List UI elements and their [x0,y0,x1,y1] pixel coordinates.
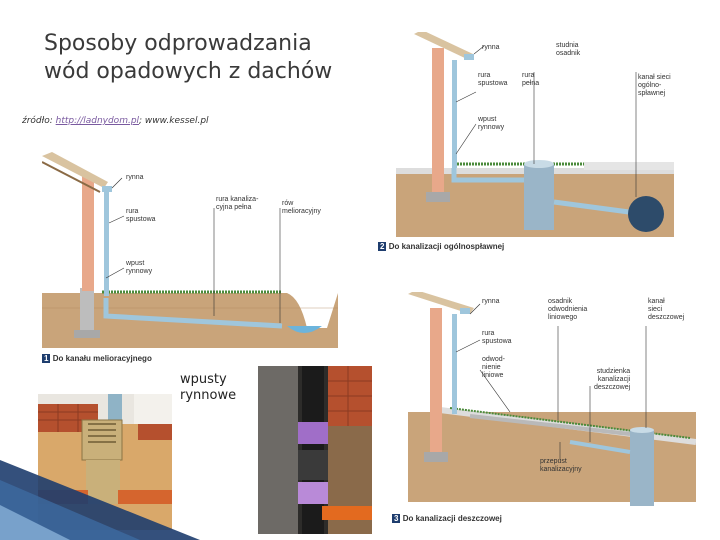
source-link[interactable]: http://ladnydom.pl [56,116,139,126]
label-line: osadnik [556,50,580,58]
label-line: osadnik [548,298,587,306]
diagram-storm-illustration [390,292,696,530]
caption-text: Do kanalizacji deszczowej [403,514,502,523]
label-line: sieci [648,306,684,314]
label-line: rura [482,330,512,338]
label-line: spustowa [126,216,156,224]
label-line: cyjna pełna [216,204,258,212]
source-note: źródło: http://ladnydom.pl; www.kessel.p… [22,116,209,126]
label-line: spustowa [482,338,512,346]
caption-number: 1 [42,354,50,363]
label-rynna: rynna [126,174,144,182]
slide-title-line2: wód opadowych z dachów [44,58,374,86]
label-line: rura [478,72,508,80]
label-line: spustowa [478,80,508,88]
caption-number: 3 [392,514,400,523]
label-rynna: rynna [482,44,500,52]
slide-title-line1: Sposoby odprowadzania [44,30,374,58]
label-line: kanał [648,298,684,306]
caption-diagram2: 2 Do kanalizacji ogólnospławnej [378,242,504,251]
label-line: liniowego [548,314,587,322]
corner-decoration [0,450,200,540]
label-line: kanał sieci [638,74,671,82]
label-line: pełna [522,80,539,88]
label-line: ogólno- [638,82,671,90]
label-line: studzienka [594,368,630,376]
caption-diagram3: 3 Do kanalizacji deszczowej [392,514,502,523]
label-line: rów [282,200,321,208]
diagram-canal-illustration [42,148,338,373]
label-line: przepust [540,458,582,466]
photo-caption: wpusty rynnowe [180,372,236,404]
label-line: rynnowy [126,268,152,276]
label-line: odwodnienia [548,306,587,314]
label-line: deszczowej [648,314,684,322]
caption-text: Do kanału melioracyjnego [53,354,152,363]
label-line: odwod- [482,356,505,364]
slide-title: Sposoby odprowadzania wód opadowych z da… [44,30,374,86]
label-line: deszczowej [594,384,630,392]
photo-vertical-inlet [258,366,372,534]
label-rura-kanalizacyjna: rura kanaliza-cyjna pełna [216,196,258,212]
label-rynna: rynna [482,298,500,306]
label-line: rura [126,208,156,216]
label-line: kanalizacji [594,376,630,384]
photo-vertical-inlet-image [258,366,372,534]
label-line: rynnowy [478,124,504,132]
diagram-combined-illustration [374,32,674,260]
photo-caption-line1: wpusty [180,372,236,388]
label-line: nienie [482,364,505,372]
caption-diagram1: 1 Do kanału melioracyjnego [42,354,152,363]
label-line: wpust [478,116,504,124]
label-line: kanalizacyjny [540,466,582,474]
photo-caption-line2: rynnowe [180,388,236,404]
source-prefix: źródło: [22,116,56,126]
label-line: rura [522,72,539,80]
source-suffix: ; www.kessel.pl [139,116,209,126]
label-line: spławnej [638,90,671,98]
label-line: rura kanaliza- [216,196,258,204]
label-line: studnia [556,42,580,50]
label-line: wpust [126,260,152,268]
label-line: liniowe [482,372,505,380]
caption-number: 2 [378,242,386,251]
caption-text: Do kanalizacji ogólnospławnej [389,242,505,251]
label-line: melioracyjny [282,208,321,216]
